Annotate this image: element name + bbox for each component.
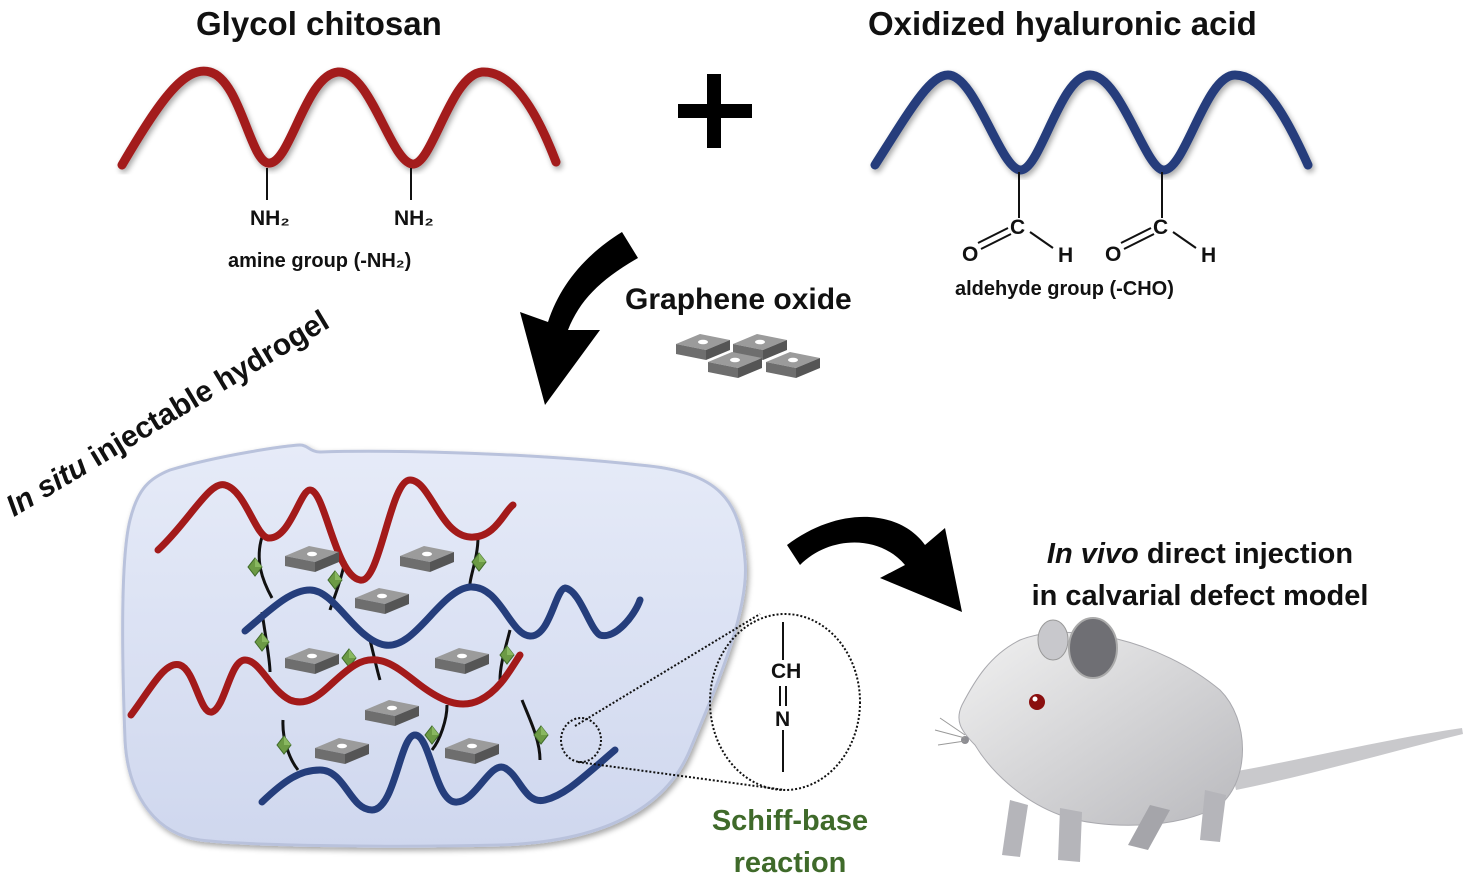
in-vivo-italic: In vivo bbox=[1046, 538, 1139, 570]
graphene-oxide-label: Graphene oxide bbox=[625, 283, 852, 316]
graphene-oxide-icon bbox=[676, 334, 820, 378]
oxidized-hyaluronic-acid-title: Oxidized hyaluronic acid bbox=[868, 5, 1257, 42]
in-vivo-line1: In vivo direct injection bbox=[990, 533, 1410, 575]
magnification-callout bbox=[560, 613, 861, 791]
aldehyde-oxygen-1: O bbox=[962, 243, 979, 266]
in-vivo-rest: direct injection bbox=[1138, 538, 1354, 570]
amine-group-label: amine group (-NH₂) bbox=[228, 250, 412, 272]
aldehyde-hydrogen-1: H bbox=[1058, 244, 1074, 267]
in-vivo-label: In vivo direct injection in calvarial de… bbox=[990, 533, 1410, 617]
aldehyde-oxygen-2: O bbox=[1105, 243, 1122, 266]
injection-arrow-icon bbox=[787, 516, 962, 612]
schiff-bond-ch: CH bbox=[771, 660, 802, 683]
oxidized-hyaluronic-acid-chain bbox=[870, 70, 1313, 250]
in-vivo-line2: in calvarial defect model bbox=[1031, 580, 1369, 612]
aldehyde-carbon-2: C bbox=[1153, 216, 1169, 239]
reaction-arrow-down-icon bbox=[520, 232, 638, 405]
hydrogel-network bbox=[127, 476, 644, 814]
schiff-base-bond bbox=[779, 622, 787, 772]
aldehyde-group-label: aldehyde group (-CHO) bbox=[955, 278, 1174, 300]
plus-icon bbox=[678, 74, 752, 148]
mouse-illustration bbox=[934, 617, 1463, 862]
amine-symbol-2: NH₂ bbox=[394, 207, 434, 230]
glycol-chitosan-title: Glycol chitosan bbox=[196, 5, 442, 42]
aldehyde-carbon-1: C bbox=[1010, 216, 1026, 239]
aldehyde-hydrogen-2: H bbox=[1201, 244, 1217, 267]
amine-symbol-1: NH₂ bbox=[250, 207, 290, 230]
schiff-base-label-line1: Schiff-base bbox=[711, 805, 869, 837]
glycol-chitosan-chain bbox=[117, 66, 561, 200]
schiff-base-reaction-label: Schiff-base reaction bbox=[690, 800, 890, 884]
schiff-base-label-line2: reaction bbox=[733, 847, 847, 879]
schiff-bond-n: N bbox=[775, 708, 791, 731]
